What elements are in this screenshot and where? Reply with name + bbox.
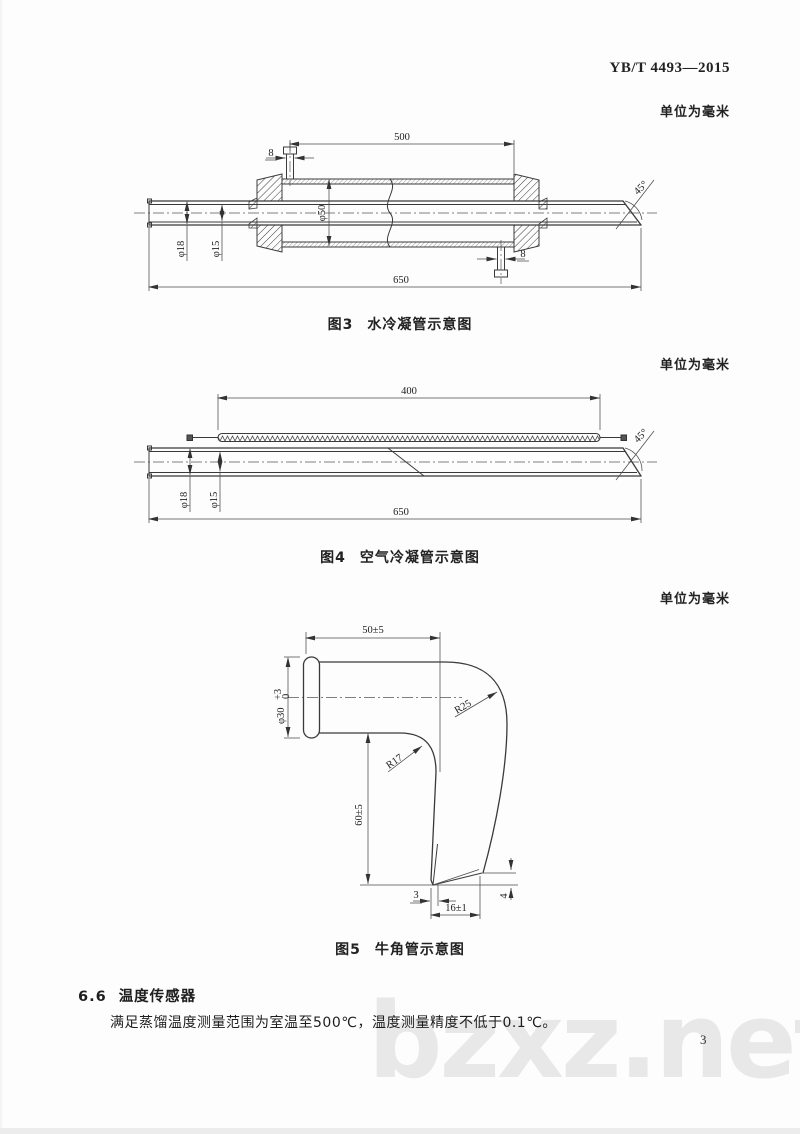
fig5-inlet-tol-lower: 0 — [281, 694, 292, 699]
figure5-drawing: 50±5 φ30 +3 0 R25 R17 60±5 3 16±1 4 — [273, 625, 518, 919]
fig5-inlet-diameter-label: φ30 — [276, 707, 287, 724]
fig3-overall-length-label: 650 — [393, 275, 409, 286]
fig3-bottom-nozzle-label: 8 — [520, 249, 525, 260]
fig5-tip-wall-label: 3 — [413, 890, 418, 901]
fig5-outer-radius-label: R25 — [453, 698, 474, 716]
figure4-caption-label: 图4 — [320, 550, 346, 566]
fig3-jacket-diameter-label: φ50 — [317, 205, 328, 222]
fig4-overall-length-label: 650 — [393, 507, 409, 518]
fig5-inner-radius-label: R17 — [384, 752, 405, 771]
fig3-jacket-length-label: 500 — [394, 132, 410, 143]
figure3-caption-title: 水冷凝管示意图 — [367, 317, 473, 333]
figure4-caption: 图4 空气冷凝管示意图 — [0, 547, 800, 567]
fig5-tip-width-label: 16±1 — [445, 903, 467, 914]
section-title: 温度传感器 — [118, 989, 197, 1005]
figure5-caption-title: 牛角管示意图 — [374, 942, 465, 958]
figure5-caption: 图5 牛角管示意图 — [0, 939, 800, 959]
figure4-caption-title: 空气冷凝管示意图 — [359, 550, 480, 566]
page-edge-shade — [0, 0, 4, 1134]
section-body-text: 满足蒸馏温度测量范围为室温至500℃，温度测量精度不低于0.1℃。 — [110, 1015, 557, 1031]
section-number: 6.6 — [78, 989, 107, 1005]
figure3-caption-label: 图3 — [327, 317, 354, 333]
page-number: 3 — [700, 1032, 707, 1047]
fig4-fin-length-label: 400 — [401, 386, 417, 397]
section-heading: 6.6 温度传感器 — [78, 985, 196, 1006]
figure5-caption-label: 图5 — [335, 942, 361, 958]
fig3-outer-diameter-label: φ18 — [176, 241, 187, 258]
fig5-tip-cut-height-label: 4 — [499, 893, 510, 899]
fig3-angle-label: 45° — [632, 179, 650, 197]
fig5-straight-length-label: 50±5 — [362, 625, 384, 636]
fig4-outer-diameter-label: φ18 — [179, 492, 190, 509]
fig4-angle-label: 45° — [632, 427, 650, 445]
fig4-inner-diameter-label: φ15 — [209, 492, 220, 509]
fig5-inlet-tol-upper: +3 — [273, 689, 284, 700]
unit-note-fig5: 单位为毫米 — [659, 592, 730, 607]
page-bottom-strip — [0, 1128, 800, 1134]
fig5-drop-height-label: 60±5 — [354, 804, 365, 826]
fig3-top-nozzle-label: 8 — [268, 148, 273, 159]
figure4-drawing: 45° 400 φ18 φ15 650 — [134, 386, 657, 523]
unit-note-fig4: 单位为毫米 — [659, 358, 730, 373]
watermark-text: bzxz.net — [368, 980, 800, 1102]
standard-number: YB/T 4493—2015 — [609, 60, 730, 76]
unit-note-fig3: 单位为毫米 — [659, 105, 730, 120]
fig3-inner-diameter-label: φ15 — [211, 241, 222, 258]
figure3-caption: 图3 水冷凝管示意图 — [0, 314, 800, 334]
figure3-drawing: 45° 500 8 8 φ50 φ18 φ15 650 — [134, 132, 657, 291]
